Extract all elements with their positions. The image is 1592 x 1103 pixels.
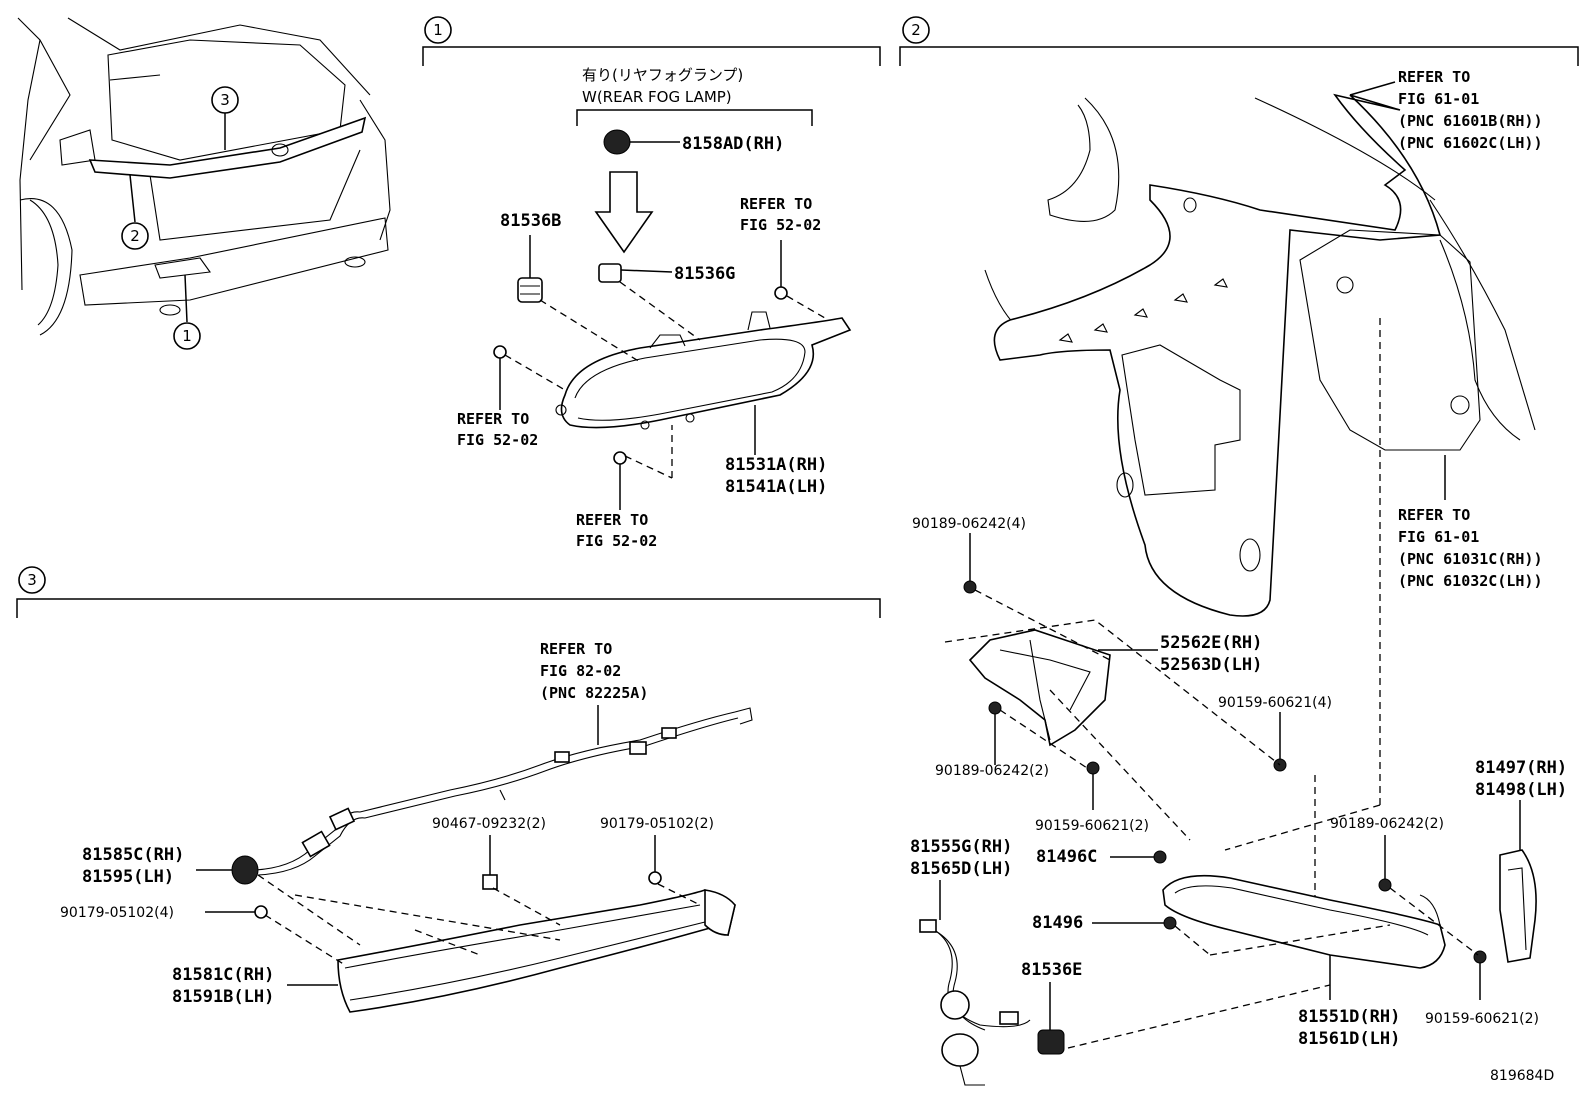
ref-fig82-line1: REFER TO (540, 640, 612, 658)
ref-top-line1: REFER TO (1398, 68, 1470, 86)
ref-mid-line2: FIG 61-01 (1398, 528, 1479, 546)
label-90159-4: 90159-60621(4) (1218, 695, 1332, 711)
section-3-number: 3 (27, 571, 37, 589)
label-81585C: 81585C(RH) (82, 845, 184, 865)
grommet-81496C (1153, 850, 1167, 864)
label-81591B: 81591B(LH) (172, 987, 274, 1007)
label-81565D: 81565D(LH) (910, 859, 1012, 879)
rear-fog-lamp-assembly (555, 311, 852, 430)
callout-2-circle (121, 222, 149, 250)
callout-1: 1 (182, 327, 192, 345)
illustration-code: 819684D (1490, 1068, 1554, 1084)
fog-note-jp: 有り(リヤフォグランプ) (582, 66, 743, 84)
vehicle-overview: 3 2 1 (17, 17, 391, 350)
screw-90179-left (254, 905, 268, 919)
ref-a-line2: FIG 52-02 (740, 216, 821, 234)
ref-top-line2: FIG 61-01 (1398, 90, 1479, 108)
section-3-marker (18, 566, 46, 594)
section-2: 2 REFER TO FIG 61-01 (PNC 61601B(RH)) (P… (899, 16, 1579, 1086)
label-81595: 81595(LH) (82, 867, 174, 887)
label-81496C: 81496C (1036, 847, 1097, 867)
reflector-81497 (1499, 849, 1537, 963)
label-81581C: 81581C(RH) (172, 965, 274, 985)
label-52562E: 52562E(RH) (1160, 633, 1262, 653)
center-garnish-lamp-81581C (337, 889, 736, 1013)
ref-mid-line4: (PNC 61032C(LH)) (1398, 572, 1543, 590)
section-1-bracket (422, 46, 881, 66)
label-81561D: 81561D(LH) (1298, 1029, 1400, 1049)
callout-1-circle (173, 322, 201, 350)
label-90179-4: 90179-05102(4) (60, 905, 174, 921)
socket-81536B (517, 277, 543, 303)
ref-fig82-line2: FIG 82-02 (540, 662, 621, 680)
install-arrow (594, 171, 654, 254)
bracket-52562E (968, 629, 1111, 747)
callout-3: 3 (220, 91, 230, 109)
label-81551D: 81551D(RH) (1298, 1007, 1400, 1027)
label-90159-2b: 90159-60621(2) (1425, 1011, 1539, 1027)
screw-90179-right (648, 871, 662, 885)
nut-90159-mid (1086, 761, 1100, 775)
section-2-number: 2 (911, 21, 921, 39)
label-81496: 81496 (1032, 913, 1083, 933)
label-81536G: 81536G (674, 264, 735, 284)
ref-fig82-line3: (PNC 82225A) (540, 684, 648, 702)
label-8158AD: 8158AD(RH) (682, 134, 784, 154)
ref-a-line1: REFER TO (740, 195, 812, 213)
bolt-90189-mid (988, 701, 1002, 715)
label-90159-2a: 90159-60621(2) (1035, 818, 1149, 834)
section-1-number: 1 (433, 21, 443, 39)
rear-side-lamp-81551D (1162, 874, 1446, 969)
label-90179-2: 90179-05102(2) (600, 816, 714, 832)
label-90467: 90467-09232(2) (432, 816, 546, 832)
label-90189-2a: 90189-06242(2) (935, 763, 1049, 779)
clip-90467 (482, 874, 498, 890)
section-3: 3 REFER TO FIG 82-02 (PNC 82225A) 81585C… (16, 566, 881, 1013)
wire-harness-81555G (919, 919, 1031, 1086)
bolt-90189-top (963, 580, 977, 594)
label-81498: 81498(LH) (1475, 780, 1567, 800)
label-81541A: 81541A(LH) (725, 477, 827, 497)
section-1-marker (424, 16, 452, 44)
bulb-8158AD (603, 129, 680, 155)
label-52563D: 52563D(LH) (1160, 655, 1262, 675)
quarter-panel (984, 93, 1536, 617)
nut-90159-right-lower (1473, 950, 1487, 964)
callout-2: 2 (130, 227, 140, 245)
label-81497: 81497(RH) (1475, 758, 1567, 778)
socket-81536E (1037, 1029, 1065, 1055)
callout-3-circle (211, 86, 239, 114)
ref-c-line1: REFER TO (576, 511, 648, 529)
fog-note-en: W(REAR FOG LAMP) (582, 88, 732, 106)
section-2-marker (902, 16, 930, 44)
ref-top-line3: (PNC 61601B(RH)) (1398, 112, 1543, 130)
ref-mid-line1: REFER TO (1398, 506, 1470, 524)
section-1: 1 有り(リヤフォグランプ) W(REAR FOG LAMP) 8158AD(R… (422, 16, 881, 550)
bolt-90189-right (1378, 878, 1392, 892)
screw-bottom (613, 451, 627, 465)
socket-81585C (231, 855, 259, 885)
screw-top-right (774, 286, 788, 300)
label-81536B: 81536B (500, 211, 561, 231)
label-90189-4: 90189-06242(4) (912, 516, 1026, 532)
label-81555G: 81555G(RH) (910, 837, 1012, 857)
section-3-bracket (16, 598, 881, 618)
label-81536E: 81536E (1021, 960, 1082, 980)
socket-81536G (598, 263, 673, 283)
label-81531A: 81531A(RH) (725, 455, 827, 475)
label-90189-2b: 90189-06242(2) (1330, 816, 1444, 832)
ref-b-line2: FIG 52-02 (457, 431, 538, 449)
ref-b-line1: REFER TO (457, 410, 529, 428)
section-2-bracket (899, 46, 1579, 66)
ref-top-line4: (PNC 61602C(LH)) (1398, 134, 1543, 152)
grommet-81496 (1163, 916, 1177, 930)
screw-left (493, 345, 507, 359)
ref-c-line2: FIG 52-02 (576, 532, 657, 550)
ref-mid-line3: (PNC 61031C(RH)) (1398, 550, 1543, 568)
wire-harness-82225A (254, 707, 753, 876)
